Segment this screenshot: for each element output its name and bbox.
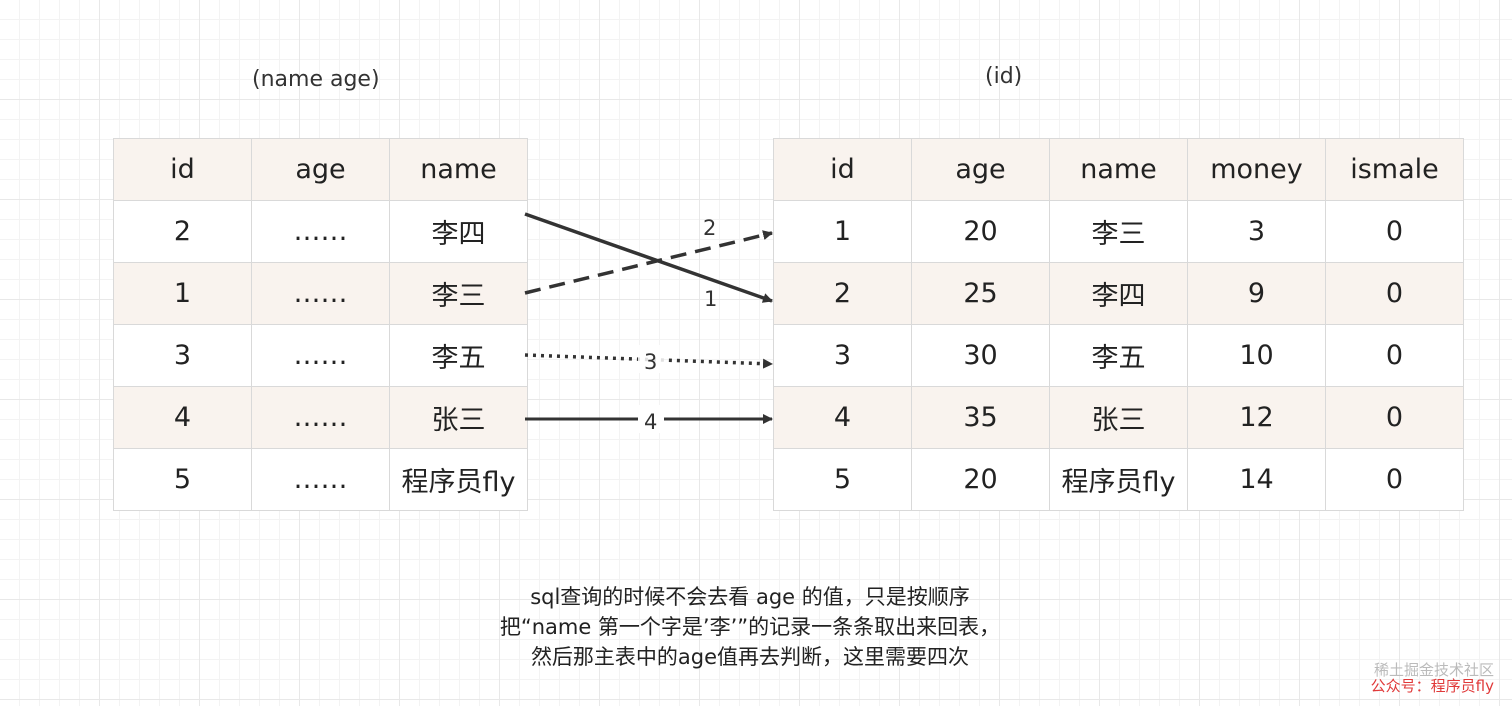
main-row: 3 30 李五 10 0: [773, 324, 1464, 387]
index-cell: 李四: [389, 200, 528, 263]
main-cell: 12: [1187, 386, 1326, 449]
main-row: 4 35 张三 12 0: [773, 386, 1464, 449]
index-caption: (name age): [252, 67, 380, 92]
arrow-label: 4: [644, 410, 657, 434]
main-cell: 0: [1325, 386, 1464, 449]
main-header-cell: name: [1049, 138, 1188, 201]
main-cell: 程序员fly: [1049, 448, 1188, 511]
main-row: 1 20 李三 3 0: [773, 200, 1464, 263]
main-header-cell: id: [773, 138, 912, 201]
watermark-site: 稀土掘金技术社区: [1373, 661, 1494, 679]
arrow-1: [524, 212, 773, 303]
index-header-cell: age: [251, 138, 390, 201]
main-table: id age name money ismale 1 20 李三 3 0 2 2…: [773, 138, 1464, 511]
index-row: 1 …… 李三: [113, 262, 528, 325]
index-cell: 5: [113, 448, 252, 511]
index-header-cell: id: [113, 138, 252, 201]
main-header-row: id age name money ismale: [773, 138, 1464, 201]
main-cell: 2: [773, 262, 912, 325]
index-cell: 3: [113, 324, 252, 387]
index-header-row: id age name: [113, 138, 528, 201]
index-cell: 4: [113, 386, 252, 449]
main-cell: 李五: [1049, 324, 1188, 387]
main-cell: 0: [1325, 200, 1464, 263]
main-cell: 25: [911, 262, 1050, 325]
note-line: sql查询的时候不会去看 age 的值，只是按顺序: [530, 585, 970, 609]
index-cell: 2: [113, 200, 252, 263]
main-header-cell: age: [911, 138, 1050, 201]
main-cell: 李四: [1049, 262, 1188, 325]
note-line: 然后那主表中的age值再去判断，这里需要四次: [530, 645, 970, 669]
index-cell: 张三: [389, 386, 528, 449]
main-cell: 4: [773, 386, 912, 449]
main-cell: 9: [1187, 262, 1326, 325]
main-cell: 0: [1325, 324, 1464, 387]
index-cell: ……: [251, 448, 390, 511]
main-cell: 1: [773, 200, 912, 263]
index-row: 5 …… 程序员fly: [113, 448, 528, 511]
index-row: 2 …… 李四: [113, 200, 528, 263]
index-table: id age name 2 …… 李四 1 …… 李三 3 …… 李五 4 ………: [113, 138, 528, 511]
index-header-cell: name: [389, 138, 528, 201]
main-cell: 20: [911, 448, 1050, 511]
main-cell: 张三: [1049, 386, 1188, 449]
explanation-note: sql查询的时候不会去看 age 的值，只是按顺序 把“name 第一个字是’李…: [420, 582, 1080, 672]
index-row: 4 …… 张三: [113, 386, 528, 449]
index-cell: 李五: [389, 324, 528, 387]
index-cell: 1: [113, 262, 252, 325]
arrow-2: [524, 230, 773, 295]
index-cell: ……: [251, 324, 390, 387]
index-cell: ……: [251, 386, 390, 449]
main-cell: 14: [1187, 448, 1326, 511]
main-cell: 0: [1325, 448, 1464, 511]
index-cell: ……: [251, 200, 390, 263]
main-header-cell: money: [1187, 138, 1326, 201]
note-line: 把“name 第一个字是’李’”的记录一条条取出来回表，: [499, 615, 1001, 639]
main-cell: 20: [911, 200, 1050, 263]
arrow-label: 3: [644, 350, 657, 374]
main-row: 5 20 程序员fly 14 0: [773, 448, 1464, 511]
main-cell: 30: [911, 324, 1050, 387]
index-row: 3 …… 李五: [113, 324, 528, 387]
main-row: 2 25 李四 9 0: [773, 262, 1464, 325]
main-cell: 10: [1187, 324, 1326, 387]
main-table-caption: (id): [985, 64, 1023, 89]
index-cell: ……: [251, 262, 390, 325]
arrow-3: [524, 353, 773, 369]
main-cell: 5: [773, 448, 912, 511]
main-cell: 0: [1325, 262, 1464, 325]
main-cell: 李三: [1049, 200, 1188, 263]
main-cell: 3: [1187, 200, 1326, 263]
main-header-cell: ismale: [1325, 138, 1464, 201]
main-cell: 3: [773, 324, 912, 387]
index-cell: 程序员fly: [389, 448, 528, 511]
arrow-label: 2: [703, 216, 716, 240]
index-cell: 李三: [389, 262, 528, 325]
watermark: 稀土掘金技术社区 公众号：程序员fly: [1371, 662, 1494, 694]
watermark-account: 公众号：程序员fly: [1370, 677, 1494, 695]
arrow-label: 1: [704, 287, 717, 311]
main-cell: 35: [911, 386, 1050, 449]
